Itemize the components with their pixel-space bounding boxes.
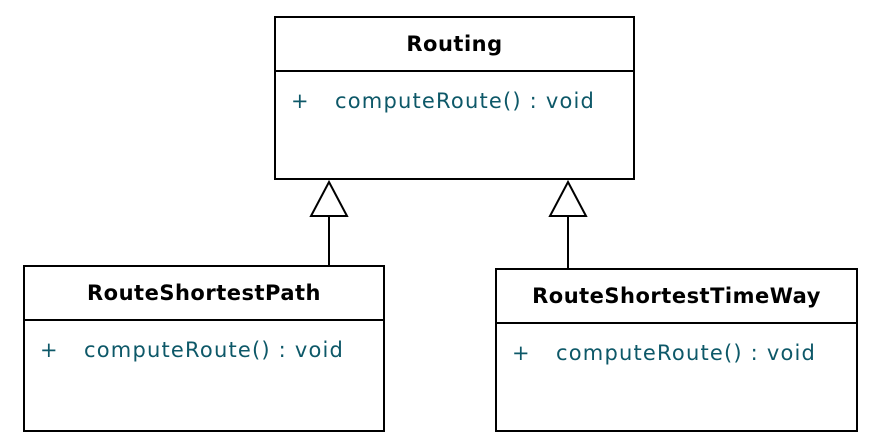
class-name-routing: Routing: [276, 18, 633, 72]
method-visibility: +: [40, 338, 59, 362]
class-box-routing: Routing + computeRoute() : void: [274, 16, 635, 180]
inheritance-arrow-left: [309, 179, 349, 266]
method-signature: computeRoute() : void: [335, 89, 596, 113]
method-row: + computeRoute() : void: [291, 89, 627, 113]
method-visibility: +: [291, 89, 310, 113]
class-methods-compartment: + computeRoute() : void: [25, 321, 383, 430]
class-box-route-shortest-path: RouteShortestPath + computeRoute() : voi…: [23, 265, 385, 432]
method-row: + computeRoute() : void: [512, 341, 850, 365]
method-signature: computeRoute() : void: [84, 338, 345, 362]
class-methods-compartment: + computeRoute() : void: [497, 324, 856, 430]
method-signature: computeRoute() : void: [556, 341, 817, 365]
class-methods-compartment: + computeRoute() : void: [276, 72, 633, 178]
class-box-route-shortest-time-way: RouteShortestTimeWay + computeRoute() : …: [495, 268, 858, 432]
method-row: + computeRoute() : void: [40, 338, 377, 362]
method-visibility: +: [512, 341, 531, 365]
class-name-route-shortest-time-way: RouteShortestTimeWay: [497, 270, 856, 324]
inheritance-arrow-right: [548, 179, 588, 269]
class-name-route-shortest-path: RouteShortestPath: [25, 267, 383, 321]
